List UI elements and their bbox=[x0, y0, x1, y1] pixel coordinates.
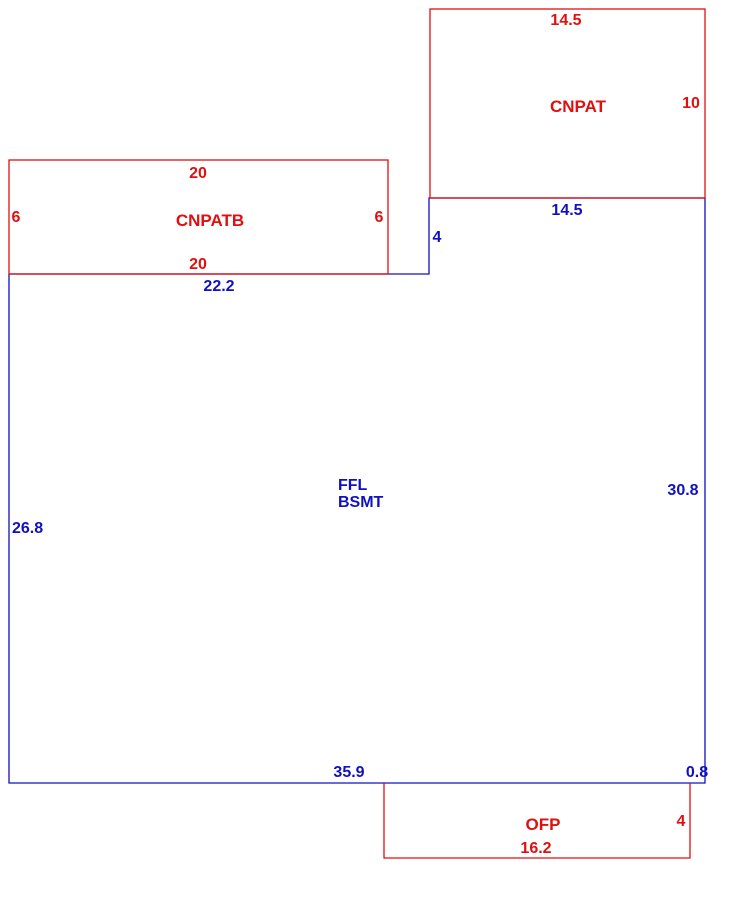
main-area-label-line2: BSMT bbox=[338, 494, 384, 511]
main-bottom-right-dimension: 0.8 bbox=[686, 764, 708, 781]
main-top-left-dimension: 22.2 bbox=[203, 278, 234, 295]
main-right-dimension: 30.8 bbox=[667, 482, 698, 499]
main-step-dimension: 4 bbox=[433, 229, 442, 246]
cnpat-name: CNPAT bbox=[550, 97, 607, 116]
ofp-name: OFP bbox=[526, 815, 561, 834]
cnpatb-bottom-dimension: 20 bbox=[189, 256, 207, 273]
main-top-right-dimension: 14.5 bbox=[551, 202, 582, 219]
cnpatb-outline bbox=[8, 159, 389, 275]
main-area-label-line1: FFL bbox=[338, 477, 368, 494]
cnpat-outline bbox=[429, 8, 706, 199]
main-bottom-dimension: 35.9 bbox=[333, 764, 364, 781]
cnpatb-top-dimension: 20 bbox=[189, 165, 207, 182]
ofp-right-dimension: 4 bbox=[677, 813, 686, 830]
cnpatb-left-dimension: 6 bbox=[12, 209, 21, 226]
ofp-bottom-dimension: 16.2 bbox=[520, 840, 551, 857]
ofp-outline bbox=[383, 783, 691, 859]
main-left-dimension: 26.8 bbox=[12, 520, 43, 537]
cnpat-right-dimension: 10 bbox=[682, 95, 700, 112]
cnpat-top-dimension: 14.5 bbox=[550, 12, 581, 29]
cnpatb-name: CNPATB bbox=[176, 211, 244, 230]
cnpatb-right-dimension: 6 bbox=[375, 209, 384, 226]
